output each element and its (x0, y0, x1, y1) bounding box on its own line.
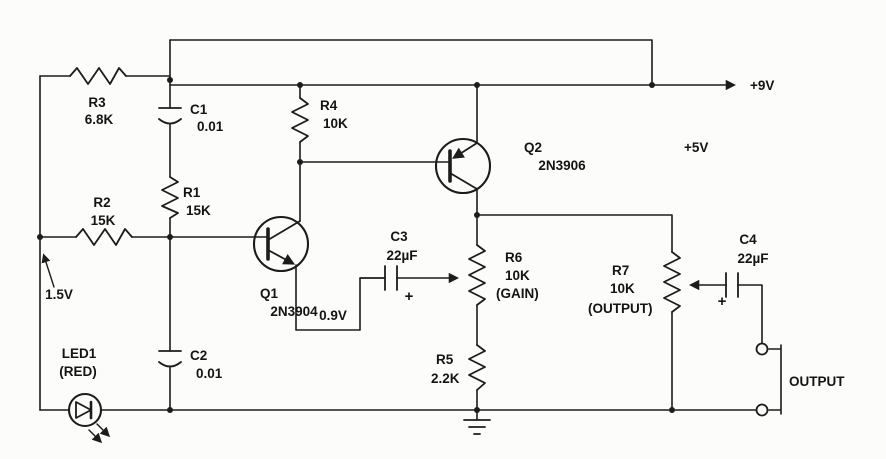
c2-ref-label: C2 (190, 348, 207, 363)
resistor-r5 (468, 344, 486, 391)
c4-value-label: 22µF (737, 251, 768, 266)
capacitor-c4 (725, 272, 739, 298)
transistor-q2 (434, 137, 492, 195)
q1-ref-label: Q1 (260, 286, 279, 301)
junction-dots (37, 77, 675, 413)
c4-polarity-label: + (718, 293, 727, 310)
q2-part-label: 2N3906 (538, 158, 586, 173)
potentiometer-r6 (396, 244, 486, 306)
c1-plate-bottom (158, 118, 182, 125)
led1-anode-triangle (75, 401, 92, 419)
r7-ref-label: R7 (612, 263, 629, 278)
led1-light-arrow-2 (88, 429, 103, 444)
wiring (39, 39, 763, 411)
capacitor-c1 (158, 107, 182, 125)
c2-value-label: 0.01 (196, 366, 223, 381)
q2-body (434, 137, 492, 195)
junction-dot (474, 407, 480, 413)
r5-value-label: 2.2K (431, 371, 460, 386)
r1-value-label: 15K (186, 203, 211, 218)
r7-role-label: (OUTPUT) (588, 301, 653, 316)
r3-value-label: 6.8K (85, 112, 114, 127)
transistor-q1 (252, 215, 310, 273)
plus9v-label: +9V (750, 78, 774, 93)
tp-rail-label: 1.5V (45, 287, 73, 302)
output-label: OUTPUT (789, 374, 845, 389)
junction-dot (669, 407, 675, 413)
r4-ref-label: R4 (320, 98, 338, 113)
top-feedback-wire (169, 39, 653, 86)
junction-dot (167, 77, 173, 83)
led1-body (67, 392, 103, 428)
led1-ref-label: LED1 (62, 346, 97, 361)
q2-ref-label: Q2 (524, 140, 542, 155)
r6-value-label: 10K (505, 268, 530, 283)
junction-dot (474, 82, 480, 88)
r6-role-label: (GAIN) (496, 286, 539, 301)
r5-zigzag (468, 344, 486, 391)
c4-output-wire (737, 284, 763, 344)
resistor-r4 (291, 97, 309, 143)
junction-dot (297, 159, 303, 165)
led-led1 (67, 392, 111, 444)
capacitor-c2 (158, 350, 182, 368)
r1-ref-label: R1 (183, 185, 201, 200)
resistor-r2 (75, 228, 133, 246)
q1-collector-segment (267, 220, 301, 241)
r1-zigzag (161, 176, 179, 219)
q2-emitter-segment (452, 142, 478, 159)
r2-value-label: 15K (91, 213, 116, 228)
output-bracket (768, 344, 782, 415)
c4-ref-label: C4 (739, 232, 757, 247)
q1-body (252, 215, 310, 273)
r2-zigzag (75, 228, 133, 246)
c3-value-label: 22µF (386, 248, 417, 263)
labels: R3 6.8K C1 0.01 R4 10K Q2 2N3906 +5V +9V… (45, 78, 845, 389)
c1-value-label: 0.01 (197, 119, 224, 134)
c2-plate-bottom (158, 361, 182, 368)
q1-emitter-segment (267, 249, 296, 265)
r4-zigzag (291, 97, 309, 143)
output-terminal-top (755, 342, 769, 356)
junction-dot (649, 82, 655, 88)
resistor-r1 (161, 176, 179, 219)
plus5v-label: +5V (684, 140, 708, 155)
collector-to-r7-wire (476, 214, 673, 253)
junction-dot (37, 234, 43, 240)
r4-value-label: 10K (323, 116, 348, 131)
ground-symbol (463, 409, 491, 435)
junction-dot (297, 82, 303, 88)
q2-collector-segment (449, 172, 478, 190)
capacitor-c3 (359, 265, 398, 291)
tp-emitter-label: 0.9V (319, 308, 347, 323)
c3-ref-label: C3 (390, 229, 408, 244)
r2-ref-label: R2 (93, 195, 110, 210)
r6-ref-label: R6 (505, 250, 523, 265)
led1-light-arrow-1 (96, 423, 111, 438)
junction-dot (474, 212, 480, 218)
r7-value-label: 10K (610, 281, 635, 296)
r5-ref-label: R5 (436, 352, 454, 367)
r3-ref-label: R3 (88, 95, 106, 110)
potentiometer-r7 (663, 251, 727, 313)
junction-dot (167, 407, 173, 413)
output-terminal-bottom (755, 403, 769, 417)
r7-zigzag (663, 251, 681, 313)
led1-note-label: (RED) (59, 364, 97, 379)
c1-ref-label: C1 (190, 102, 208, 117)
junction-dot (167, 234, 173, 240)
r6-zigzag (468, 244, 486, 306)
tp-rail-pointer-arrow (41, 253, 55, 288)
resistor-r3 (69, 67, 127, 85)
c3-polarity-label: + (405, 288, 414, 305)
output-connector (755, 342, 782, 417)
q1-part-label: 2N3904 (270, 304, 318, 319)
r3-zigzag (69, 67, 127, 85)
